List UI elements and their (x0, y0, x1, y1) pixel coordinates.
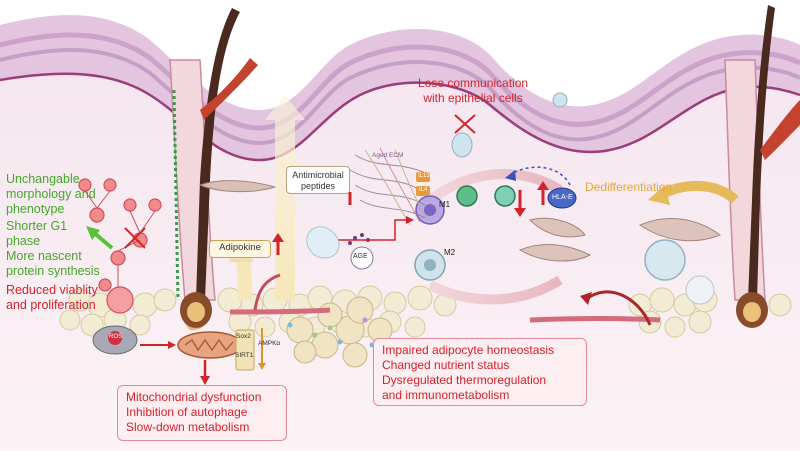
label-il4: IL4 (419, 187, 428, 193)
adipocyte-homeostasis-box: Impaired adipocyte homeostasis Changed n… (373, 338, 587, 406)
label-m2: M2 (444, 248, 456, 257)
label-viability-line-2: and proliferation (6, 298, 96, 312)
label-lose-comm-line-2: with epithelial cells (423, 91, 523, 105)
hair-follicle-left (169, 8, 258, 331)
epidermis-layer-2 (0, 32, 800, 131)
hla-e-cell (547, 187, 577, 209)
immune-dots (287, 317, 375, 348)
il13-badge (416, 172, 430, 182)
adipocyte-line-1: Impaired adipocyte homeostasis (382, 343, 555, 357)
adipocyte-line-2: Changed nutrient status (382, 358, 510, 372)
blood-vessel-right (529, 316, 661, 323)
hair-follicle-right (724, 5, 800, 328)
adipose-tissue (59, 285, 792, 338)
age-to-m1-arrow (332, 219, 408, 241)
label-sirt1: SIRT1 (235, 352, 254, 359)
epithelial-cell-cyan (451, 132, 473, 158)
mito-dysfunction-box: Mitochondrial dysfunction Inhibition of … (117, 385, 287, 441)
blood-vessel-branch (253, 273, 281, 311)
red-cell-arc (584, 290, 652, 326)
label-dedifferentiation: Dedifferentiation (585, 180, 673, 194)
label-nascent-line-1: More nascent (6, 249, 82, 263)
label-g1-line-1: Shorter G1 (6, 219, 68, 233)
label-unchangeable: Unchangable morphology and phenotype (6, 172, 96, 217)
blocked-division-x (124, 227, 146, 249)
adipose-cluster-center (286, 296, 397, 368)
blood-vessel (229, 307, 331, 315)
antimicrobial-line-2: peptides (300, 181, 336, 191)
label-viability-line-1: Reduced viablity (6, 283, 98, 297)
label-il13: IL13 (418, 173, 430, 179)
label-g1-line-2: phase (6, 234, 41, 248)
mito-line-2: Inhibition of autophage (126, 405, 248, 419)
antimicrobial-line-1: Antimicrobial (292, 170, 344, 180)
dysfunctional-cell (92, 325, 138, 355)
adipocyte-line-3: Dysregulated thermoregulation (382, 373, 547, 387)
adipocyte-line-4: and immunometabolism (382, 388, 510, 402)
antimicrobial-arrow (265, 95, 305, 300)
mito-line-3: Slow-down metabolism (126, 420, 250, 434)
epidermis-layer-3 (0, 48, 800, 146)
label-aged-ecm: Aged ECM (372, 152, 404, 159)
adipocyte-cell-right (685, 275, 715, 305)
antimicrobial-box: Antimicrobial peptides (286, 166, 350, 194)
label-ampk: AMPKα (258, 340, 281, 347)
basement-membrane (0, 72, 800, 162)
adipokine-text: Adipokine (219, 242, 261, 253)
hla-e-dotted-arrow (509, 166, 571, 186)
immune-cell-green-1 (456, 185, 478, 207)
label-ros: ROS (109, 334, 123, 340)
age-circle (350, 246, 374, 270)
fibroblast-cluster (518, 217, 722, 262)
label-unchangeable-line-2: morphology and (6, 187, 96, 201)
sirt1-sox2-box (235, 329, 255, 371)
label-nascent-line-2: protein synthesis (6, 264, 100, 278)
cycle-arrow-bottom (427, 275, 563, 305)
dediff-arrow (657, 180, 739, 204)
il4-badge (416, 186, 430, 196)
label-lose-comm-line-1: Lose communication (418, 76, 529, 90)
label-nascent: More nascent protein synthesis (6, 249, 100, 279)
label-unchangeable-line-1: Unchangable (6, 172, 80, 186)
label-sox2: Sox2 (236, 333, 251, 340)
immune-cell-green-2 (494, 185, 516, 207)
label-age: AGE (353, 253, 368, 260)
aged-ecm-fibers (349, 147, 431, 226)
label-m1: M1 (439, 200, 451, 209)
label-g1: Shorter G1 phase (6, 219, 67, 249)
lost-communication-x (454, 114, 476, 134)
peptide-vesicle (306, 226, 340, 259)
label-lose-communication: Lose communication with epithelial cells (418, 76, 528, 106)
mast-cell (644, 239, 686, 281)
cycle-arrow-top (427, 169, 563, 205)
epithelial-cell-small (552, 92, 568, 108)
label-viability: Reduced viablity and proliferation (6, 283, 98, 313)
age-dots (348, 233, 370, 245)
mito-line-1: Mitochondrial dysfunction (126, 390, 262, 404)
mitochondrion (177, 331, 243, 359)
label-unchangeable-line-3: phenotype (6, 202, 65, 216)
adipokine-box: Adipokine (209, 240, 271, 258)
label-hla-e: HLA-E (552, 194, 573, 201)
